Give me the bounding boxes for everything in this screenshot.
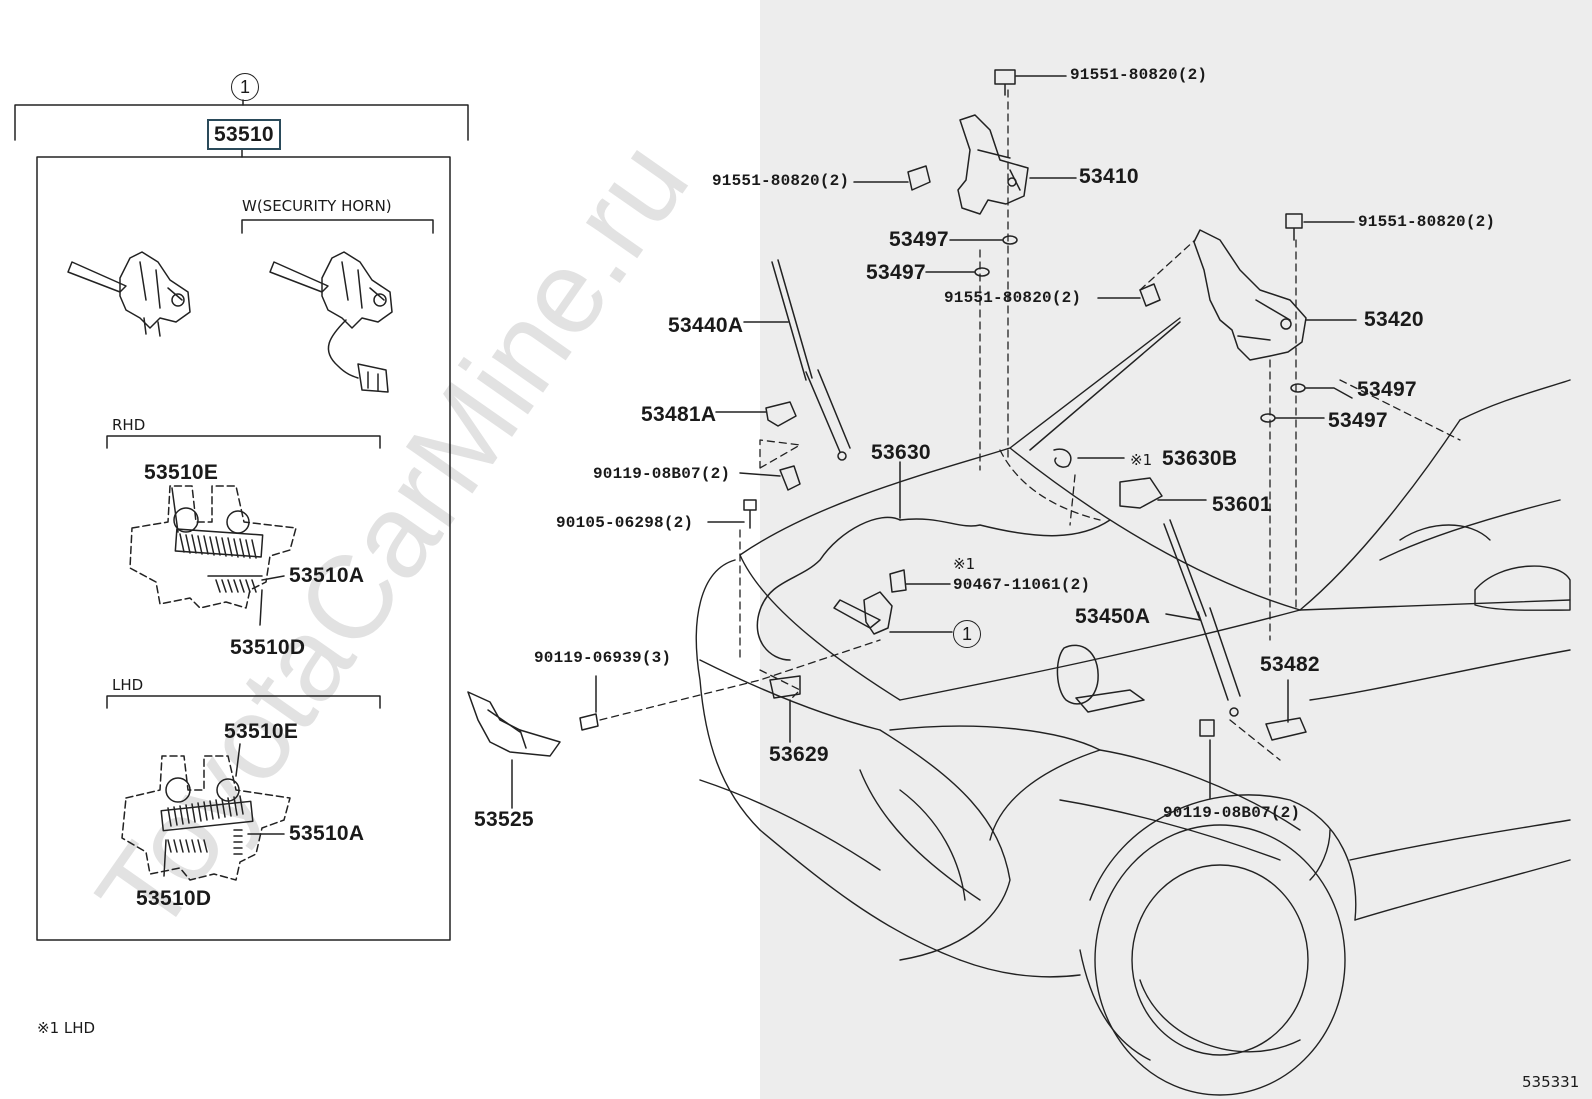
hood-lock-security-drawing (269, 251, 393, 393)
left-leaders (163, 487, 285, 877)
lhd-heading: LHD (112, 676, 144, 694)
callout-support[interactable]: 53525 (474, 808, 534, 831)
rhd-part-53510d[interactable]: 53510D (230, 636, 306, 659)
car-body-outline (695, 317, 1571, 1096)
lhd-latch-drawing (121, 755, 291, 881)
hood-lock-drawing (67, 251, 191, 337)
strut-lh-drawing (771, 259, 851, 461)
callout-strut-rh[interactable]: 53450A (1075, 605, 1151, 628)
rhd-heading: RHD (112, 416, 146, 434)
callout-washer-53497-d[interactable]: 53497 (1328, 409, 1388, 432)
callout-bolt-90119-06939[interactable]: 90119-06939(3) (534, 649, 672, 667)
callout-screw-90105[interactable]: 90105-06298(2) (556, 514, 694, 532)
callout-lock-ref-circle[interactable]: 1 (953, 620, 981, 648)
callout-lever[interactable]: 53601 (1212, 493, 1272, 516)
lhd-part-53510d[interactable]: 53510D (136, 887, 212, 910)
callout-clip[interactable]: 53630B (1162, 447, 1238, 470)
right-leaders (511, 75, 1357, 809)
callout-washer-53497-b[interactable]: 53497 (866, 261, 926, 284)
small-parts (467, 401, 1307, 757)
assembly-frame (14, 99, 469, 941)
diagram-id: 535331 (1522, 1073, 1580, 1091)
clamp-lhd-mark: ※1 (953, 555, 976, 573)
rhd-latch-drawing (129, 485, 297, 609)
callout-cable[interactable]: 53630 (871, 441, 931, 464)
cable-drawing (756, 321, 1181, 661)
assembly-ref-circle: 1 (231, 73, 259, 101)
callout-washer-53497-a[interactable]: 53497 (889, 228, 949, 251)
dashed-reference-lines (599, 89, 1461, 761)
clip-lhd-mark: ※1 (1130, 451, 1153, 469)
hinge-lh-drawing (907, 69, 1029, 215)
callout-bolt-91551-top[interactable]: 91551-80820(2) (1070, 66, 1208, 84)
footnote: ※1 LHD (37, 1019, 96, 1037)
hinge-rh-drawing (1139, 213, 1307, 361)
callout-hinge-lh[interactable]: 53410 (1079, 165, 1139, 188)
rhd-part-53510a[interactable]: 53510A (289, 564, 365, 587)
lhd-part-53510e[interactable]: 53510E (224, 720, 299, 743)
lhd-part-53510a[interactable]: 53510A (289, 822, 365, 845)
strut-rh-drawing (1163, 519, 1241, 717)
callout-washer-53497-c[interactable]: 53497 (1357, 378, 1417, 401)
assembly-part-number[interactable]: 53510 (207, 119, 281, 150)
callout-bolt-90119-08b07-right[interactable]: 90119-08B07(2) (1163, 804, 1301, 822)
callout-hinge-rh[interactable]: 53420 (1364, 308, 1424, 331)
callout-bolt-91551-mid[interactable]: 91551-80820(2) (944, 289, 1082, 307)
callout-bolt-91551-right[interactable]: 91551-80820(2) (1358, 213, 1496, 231)
security-horn-variant-label: W(SECURITY HORN) (242, 197, 392, 215)
rhd-part-53510e[interactable]: 53510E (144, 461, 219, 484)
callout-strut-lh[interactable]: 53440A (668, 314, 744, 337)
callout-bolt-91551-left[interactable]: 91551-80820(2) (712, 172, 850, 190)
callout-bracket-lh[interactable]: 53481A (641, 403, 717, 426)
callout-bracket-rh[interactable]: 53482 (1260, 653, 1320, 676)
washers (974, 235, 1306, 423)
callout-clamp[interactable]: 90467-11061(2) (953, 576, 1091, 594)
shaded-background (760, 0, 1592, 1099)
callout-protector[interactable]: 53629 (769, 743, 829, 766)
callout-bolt-90119-08b07-left[interactable]: 90119-08B07(2) (593, 465, 731, 483)
